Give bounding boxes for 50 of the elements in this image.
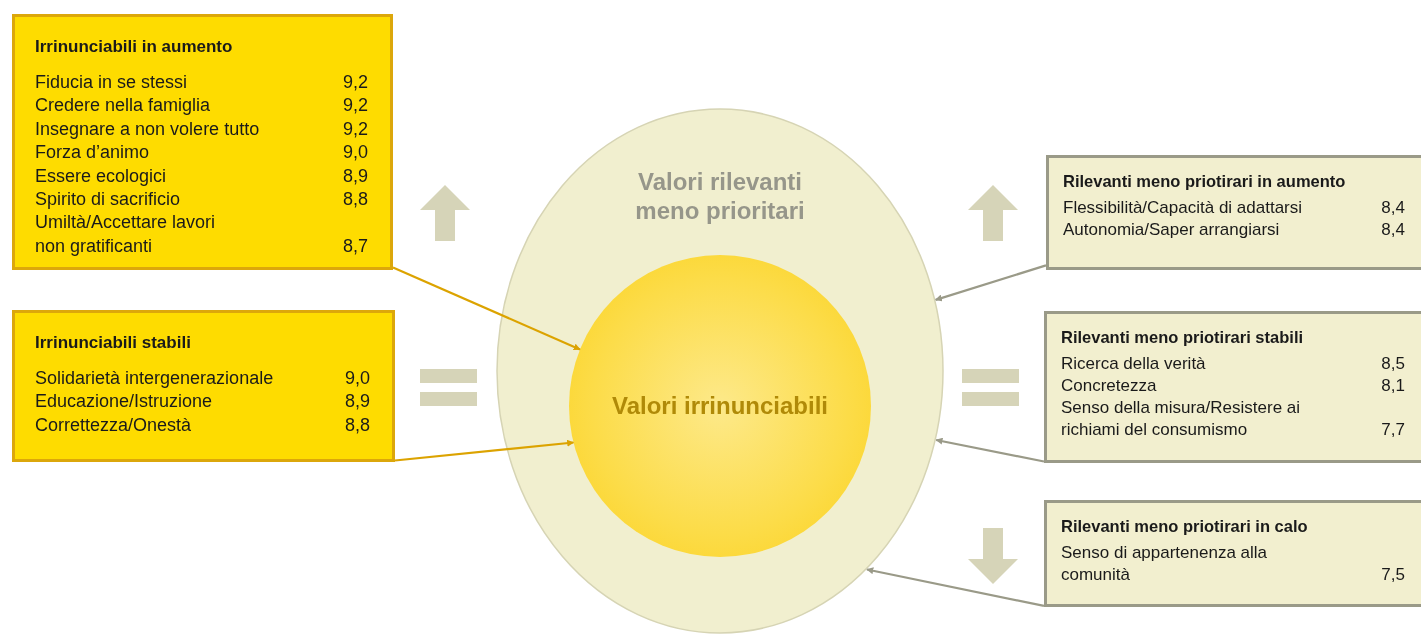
score-value: 8,8 (344, 413, 370, 437)
value-name: Correttezza/Onestà (35, 413, 192, 437)
value-name: Senso di appartenenza alla comunità (1061, 542, 1269, 587)
value-name: Credere nella famiglia (35, 94, 211, 118)
box-heading: Irrinunciabili in aumento (35, 37, 234, 57)
category-box (1044, 500, 1421, 607)
value-name: Educazione/Istruzione (35, 390, 213, 414)
arrow (394, 439, 575, 462)
score-value: 8,5 (1381, 353, 1405, 375)
arrow (934, 264, 1047, 302)
box-heading: Rilevanti meno priotirari in calo (1061, 517, 1309, 536)
value-name: Concretezza (1061, 375, 1157, 398)
value-name: Insegnare a non volere tutto (35, 117, 260, 141)
value-name: Solidarietà intergenerazionale (35, 367, 274, 390)
score-value: 9,2 (342, 94, 368, 118)
score-value: 7,5 (1381, 564, 1405, 587)
circle-label: Valori irrinunciabili (611, 392, 829, 420)
category-box (1046, 155, 1421, 270)
value-name: Spirito di sacrificio (35, 187, 181, 211)
value-name: Umiltà/Accettare lavori non gratificanti (35, 211, 217, 258)
value-name: Fiducia in se stessi (35, 71, 188, 94)
value-name: Ricerca della verità (1061, 353, 1206, 375)
category-box (1044, 311, 1421, 463)
score-value: 8,8 (342, 187, 368, 211)
box-heading: Irrinunciabili stabili (35, 333, 192, 353)
score-value: 9,0 (342, 141, 368, 165)
score-value: 9,2 (342, 71, 368, 94)
value-name: Essere ecologici (35, 164, 167, 188)
ellipse-title: Valori rilevanti meno prioritari (634, 168, 806, 226)
value-name: Autonomia/Saper arrangiarsi (1063, 219, 1280, 242)
arrow (866, 567, 1045, 607)
score-value: 8,9 (342, 164, 368, 188)
arrow (935, 437, 1045, 463)
value-name: Flessibilità/Capacità di adattarsi (1063, 197, 1303, 219)
box-heading: Rilevanti meno priotirari in aumento (1063, 172, 1347, 191)
score-value: 8,1 (1381, 375, 1405, 398)
score-value: 9,2 (342, 117, 368, 141)
box-heading: Rilevanti meno priotirari stabili (1061, 328, 1305, 347)
outer-ellipse (496, 108, 944, 634)
score-value: 8,4 (1381, 197, 1405, 219)
category-box (12, 14, 393, 270)
score-value: 8,7 (342, 234, 368, 258)
score-value: 8,9 (344, 390, 370, 414)
value-name: Senso della misura/Resistere ai richiami del consumismo (1061, 397, 1301, 442)
score-value: 7,7 (1381, 419, 1405, 442)
value-name: Forza d’animo (35, 141, 150, 165)
category-box (12, 310, 395, 462)
score-value: 8,4 (1381, 219, 1405, 242)
arrow (392, 266, 581, 351)
score-value: 9,0 (344, 367, 370, 390)
